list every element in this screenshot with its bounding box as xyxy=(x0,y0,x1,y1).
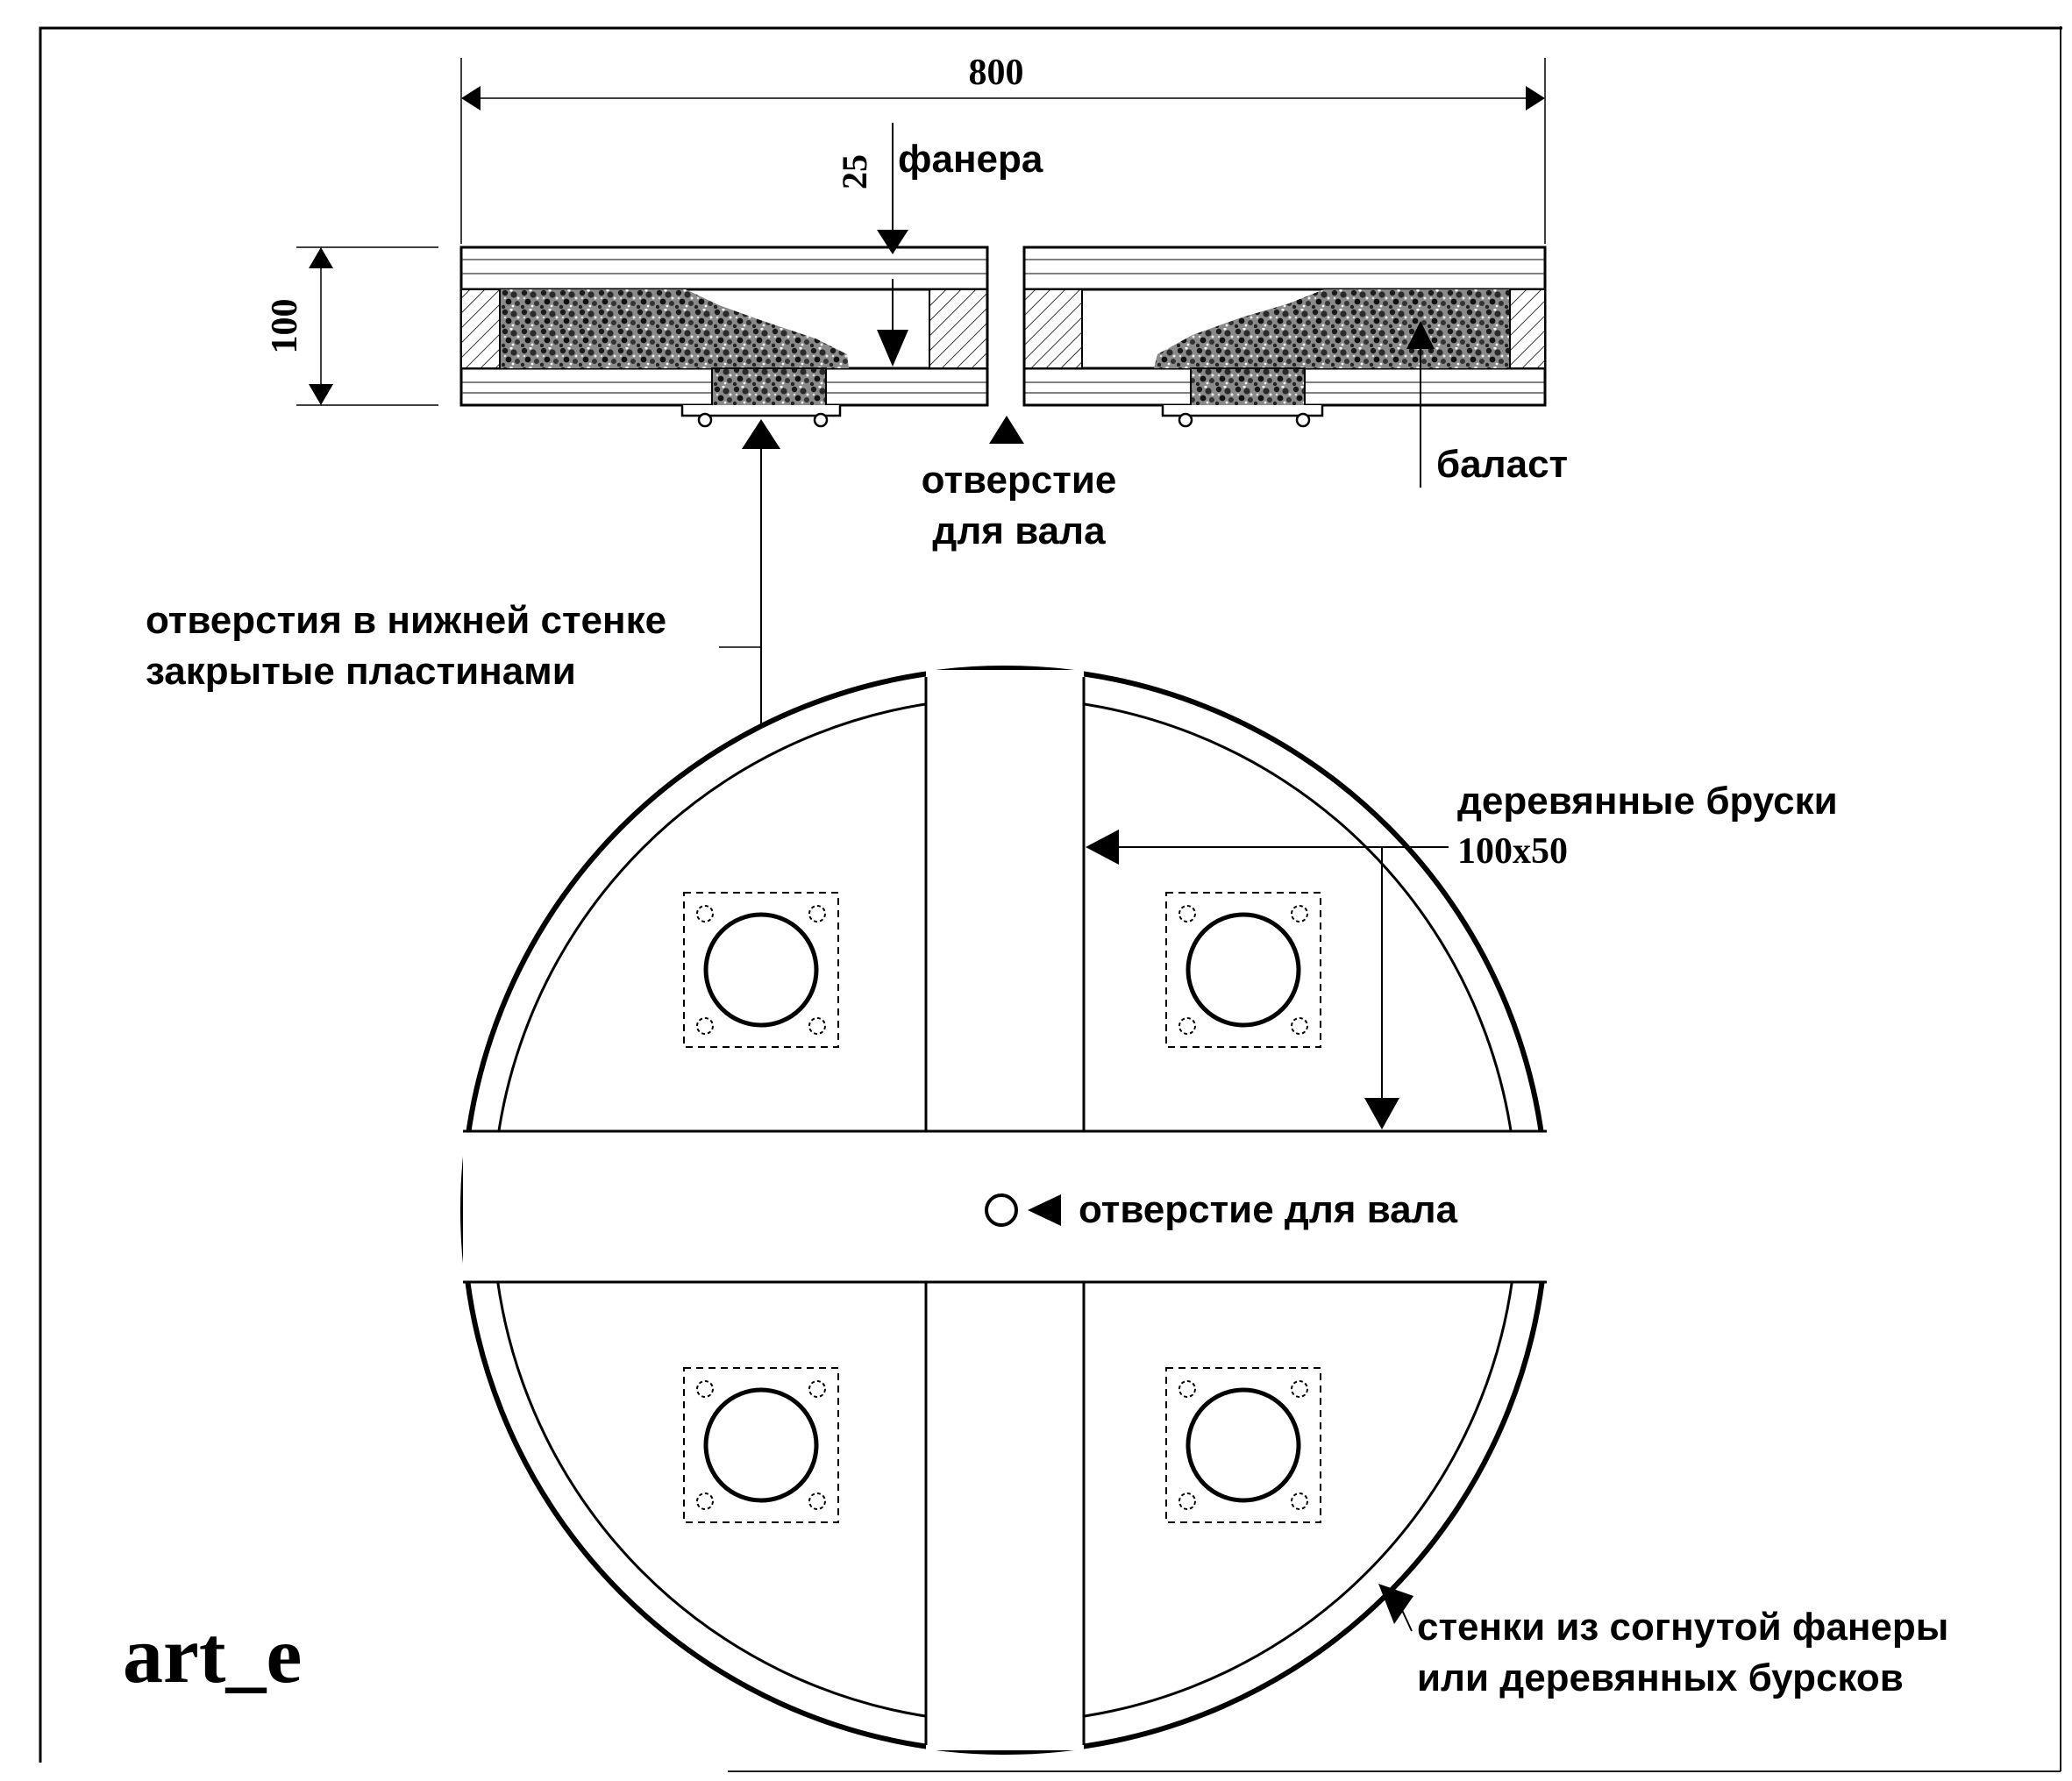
ballast-fill-left xyxy=(500,289,849,368)
plywood-label: фанера xyxy=(898,138,1043,181)
dimension-plywood-label: 25 xyxy=(835,154,874,189)
wood-block-right-inner xyxy=(1023,289,1083,369)
shaft-hole-plan xyxy=(985,1193,1018,1227)
ballast-pocket-right xyxy=(1190,367,1306,408)
plate-hole-top-right xyxy=(1165,892,1321,1048)
wood-bars-label-line2: 100x50 xyxy=(1457,831,1568,872)
signature: art_e xyxy=(123,1610,302,1699)
wood-bars-leader xyxy=(1086,830,1449,1129)
bottom-holes-label-line1: отверстия в нижней стенке xyxy=(146,599,666,642)
cover-plate-left xyxy=(680,405,842,417)
shaft-hole-label-line2: для вала xyxy=(932,509,1106,552)
dimension-plywood xyxy=(877,123,908,367)
dimension-height-label: 100 xyxy=(265,299,305,354)
walls-label-line1: стенки из согнутой фанеры xyxy=(1417,1606,1948,1649)
wood-bars-label-line1: деревянные бруски xyxy=(1457,780,1838,823)
dimension-height xyxy=(296,246,438,406)
bottom-holes-arrow-top xyxy=(742,419,780,449)
dimension-width xyxy=(460,58,1546,244)
plate-hole-bottom-right xyxy=(1165,1367,1321,1523)
top-plate-left xyxy=(459,246,989,291)
plan-view xyxy=(460,666,1550,1755)
ballast-pocket-left xyxy=(711,367,827,408)
walls-leader xyxy=(1400,1607,1413,1632)
walls-label-line2: или деревянных бурсков xyxy=(1417,1656,1904,1699)
outer-frame xyxy=(39,26,2062,1763)
bolt-head xyxy=(697,412,713,428)
ballast-arrow xyxy=(1406,321,1435,349)
dimension-width-label: 800 xyxy=(969,53,1024,93)
wood-block-right-outer xyxy=(1509,289,1546,369)
bolt-head xyxy=(1295,412,1311,428)
plate-hole-bottom-left xyxy=(683,1367,839,1523)
shaft-hole-plan-label: отверстие для вала xyxy=(1079,1188,1458,1231)
bolt-head xyxy=(813,412,829,428)
section-view xyxy=(459,246,1547,428)
top-plate-right xyxy=(1022,246,1547,291)
cover-plate-right xyxy=(1161,405,1324,417)
bottom-holes-label-line2: закрытые пластинами xyxy=(146,650,576,693)
shaft-hole-arrow xyxy=(989,416,1024,444)
shaft-hole-plan-arrow xyxy=(1028,1194,1061,1226)
wood-block-left-inner xyxy=(929,289,988,369)
wood-block-left-outer xyxy=(460,289,501,369)
bolt-head xyxy=(1178,412,1193,428)
plate-hole-top-left xyxy=(683,892,839,1048)
shaft-hole-label-line1: отверстие xyxy=(922,459,1117,502)
walls-arrow xyxy=(1378,1584,1413,1624)
ballast-label: баласт xyxy=(1436,443,1568,486)
